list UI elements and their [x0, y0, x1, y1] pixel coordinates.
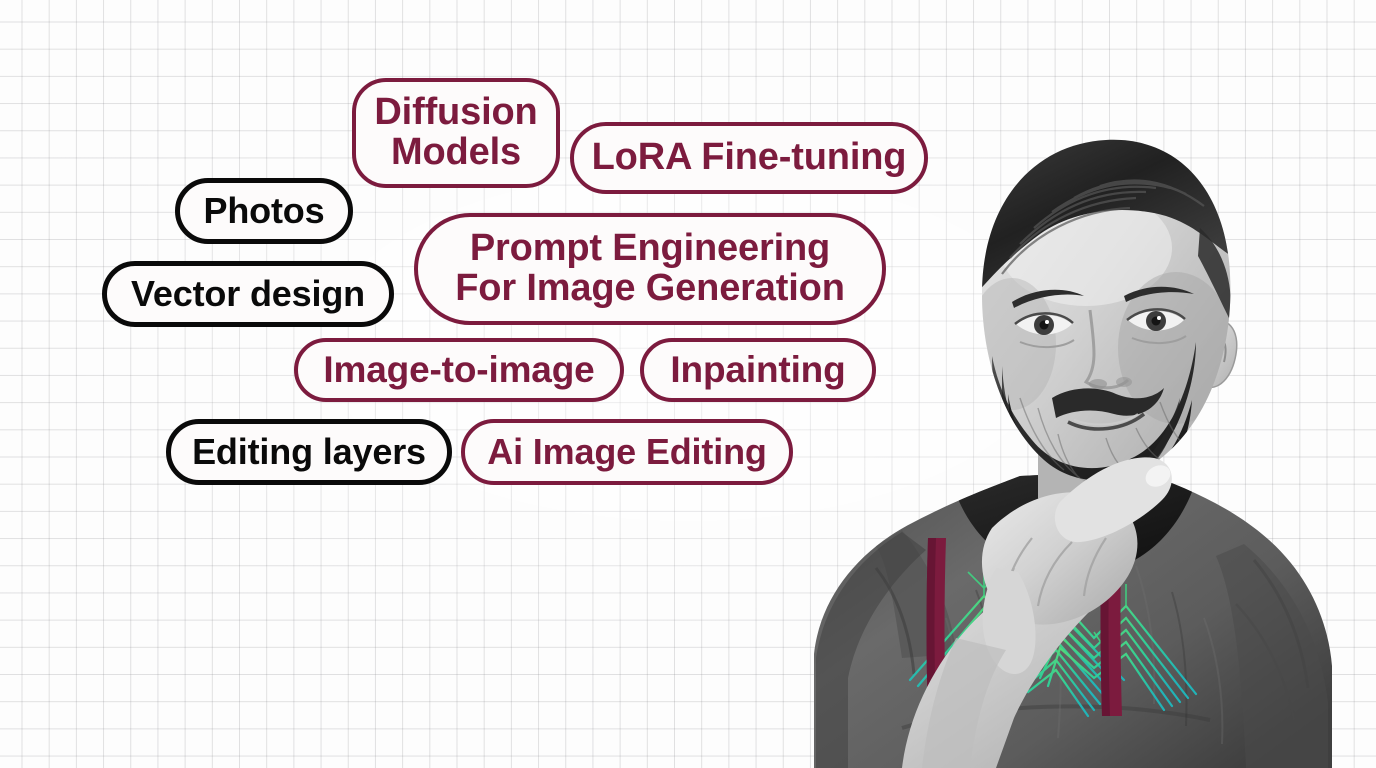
pill-label: Ai Image Editing [487, 431, 767, 473]
pill-label: Inpainting [670, 348, 846, 390]
hoodie-drawstrings [926, 516, 1122, 716]
pill-vector-design[interactable]: Vector design [102, 261, 394, 327]
pill-label: Editing layers [192, 431, 426, 473]
pill-diffusion-models[interactable]: Diffusion Models [352, 78, 560, 188]
pill-label: Diffusion Models [374, 91, 538, 173]
pill-label: Image-to-image [323, 348, 595, 390]
hand-on-chin [902, 457, 1172, 768]
portrait-thinking-man [806, 98, 1336, 768]
pill-ai-image-editing[interactable]: Ai Image Editing [461, 419, 793, 485]
pill-label: LoRA Fine-tuning [591, 136, 907, 179]
pill-inpainting[interactable]: Inpainting [640, 338, 876, 402]
eye-right [1126, 308, 1186, 331]
eye-left [1014, 312, 1074, 335]
pill-label: Photos [203, 190, 325, 232]
pill-prompt-engineering[interactable]: Prompt Engineering For Image Generation [414, 213, 886, 325]
pill-label: Vector design [131, 273, 365, 315]
pill-image-to-image[interactable]: Image-to-image [294, 338, 624, 402]
pill-lora-finetuning[interactable]: LoRA Fine-tuning [570, 122, 928, 194]
pill-photos[interactable]: Photos [175, 178, 353, 244]
pill-label: Prompt Engineering For Image Generation [455, 227, 845, 309]
pill-editing-layers[interactable]: Editing layers [166, 419, 452, 485]
head [982, 139, 1231, 481]
